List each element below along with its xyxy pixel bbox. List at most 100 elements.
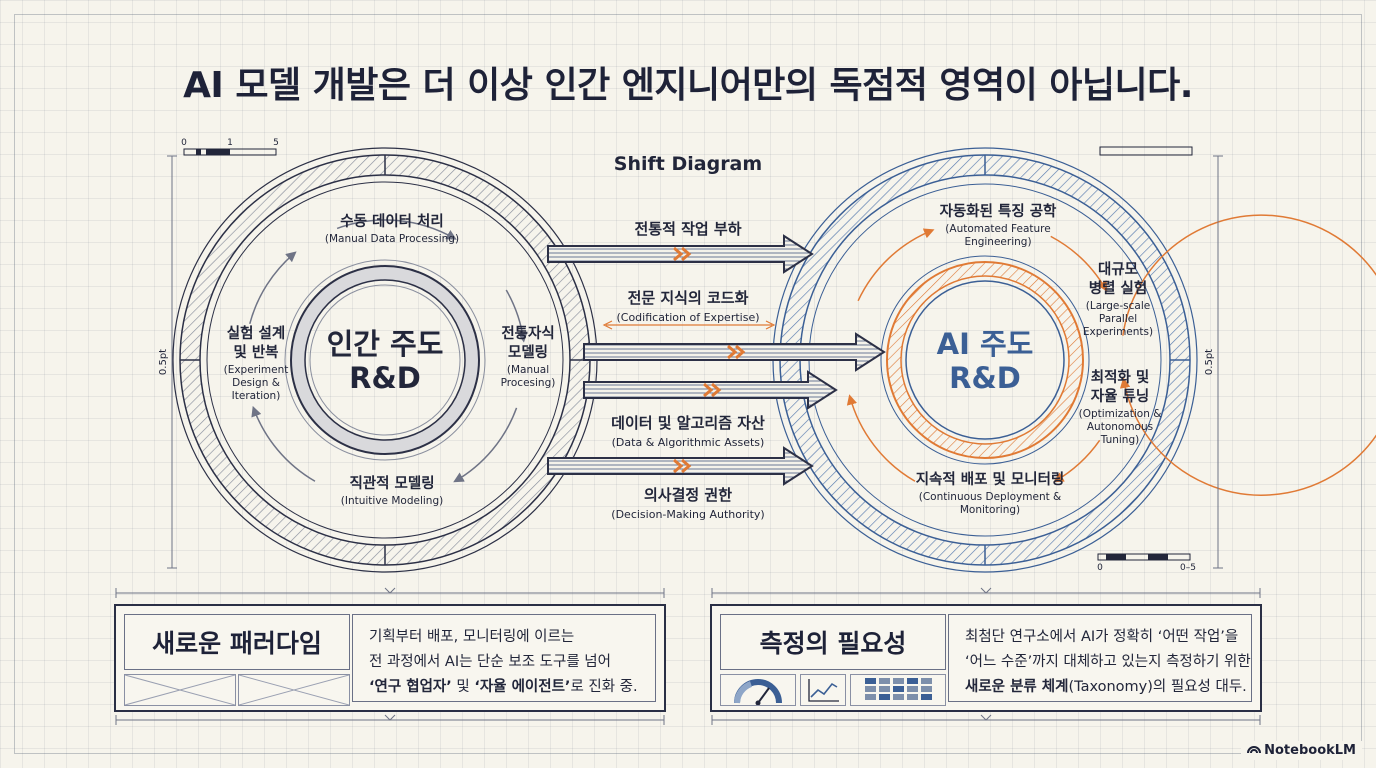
emphasis-text: ‘자율 에이전트’ — [474, 679, 571, 695]
body-text: 로 진화 중. — [570, 679, 638, 695]
body-text: 및 — [451, 679, 475, 695]
dim-notch — [384, 587, 396, 594]
ai-rd-label: R&D — [949, 361, 1021, 395]
ai-cycle-arrow — [1119, 214, 1376, 496]
stage-optimization-en: Tuning) — [1100, 434, 1139, 446]
scale-tick-label: 0 — [1097, 563, 1103, 573]
scale-bar-right — [1099, 146, 1193, 156]
paradigm-line: 기획부터 배포, 모니터링에 이르는 — [369, 625, 643, 650]
dimension-left: 0.5pt — [158, 155, 177, 569]
scale-outline — [1097, 553, 1191, 561]
placeholder-box — [238, 674, 350, 706]
stage-continuous-deploy-ko: 지속적 배포 및 모니터링 — [916, 470, 1065, 488]
line-cap — [602, 320, 613, 330]
stage-intuitive-modeling-en: (Intuitive Modeling) — [341, 495, 443, 507]
measure-line: 새로운 분류 체계(Taxonomy)의 필요성 대두. — [965, 675, 1247, 700]
right-core-halo — [880, 255, 1090, 465]
left-core-halo — [284, 259, 486, 461]
measure-card: 측정의 필요성 최첨단 연구소에서 AI가 정확히 ‘어떤 작업’을‘어느 수준… — [710, 604, 1262, 712]
cycle-arrow — [251, 405, 316, 482]
stage-manual-data-en: (Manual Data Processing) — [325, 233, 459, 245]
stage-optimization-ko: 최적화 및 — [1091, 368, 1149, 386]
grid-table-icon — [850, 674, 946, 706]
chevron-icon — [673, 458, 684, 474]
placeholder-box — [124, 674, 236, 706]
stage-auto-feature-en: (Automated Feature — [945, 223, 1050, 235]
stage-parallel-experiments-ko: 병렬 실험 — [1089, 280, 1147, 297]
stage-continuous-deploy-en: Monitoring) — [960, 504, 1020, 516]
shift-authority-ko: 의사결정 권한 — [644, 486, 732, 504]
shift-codification-ko: 전문 지식의 코드화 — [628, 289, 749, 307]
chevron-icon — [673, 246, 684, 262]
human-rd-label: R&D — [349, 361, 421, 395]
stage-traditional-modeling-ko: 모델링 — [508, 343, 548, 361]
paradigm-line: 전 과정에서 AI는 단순 보조 도구를 넘어 — [369, 650, 643, 675]
stage-parallel-experiments-ko: 대규모 — [1098, 261, 1138, 278]
cycle-arrow — [505, 289, 528, 343]
watermark-label: NotebookLM — [1264, 743, 1356, 758]
gauge-icon — [720, 674, 796, 706]
dim-notch — [980, 714, 992, 721]
body-text: 최첨단 연구소에서 AI가 정확히 ‘어떤 작업’을 — [965, 629, 1239, 645]
stage-parallel-experiments-en: (Large-scale — [1086, 300, 1150, 312]
stage-experiment-design-ko: 및 반복 — [233, 343, 278, 361]
dim-notch — [384, 714, 396, 721]
body-text: 기획부터 배포, 모니터링에 이르는 — [369, 629, 575, 645]
stage-experiment-design-en: Iteration) — [232, 390, 281, 402]
stage-manual-data-ko: 수동 데이터 처리 — [340, 213, 443, 230]
ai-cycle-arrow — [1050, 235, 1108, 292]
right-core-outer-edge — [886, 261, 1084, 459]
right-core-inner-edge — [900, 275, 1070, 445]
stage-experiment-design-en: (Experiment — [224, 364, 289, 376]
shift-assets-en: (Data & Algorithmic Assets) — [612, 436, 765, 449]
ai-cycle-arrow — [1053, 439, 1101, 483]
right-core-inner-halo — [905, 280, 1065, 440]
chevron-icon — [703, 382, 714, 398]
stage-optimization-ko: 자율 튜닝 — [1091, 388, 1149, 405]
scale-segment — [196, 149, 201, 155]
stage-auto-feature-en: Engineering) — [964, 236, 1031, 248]
scale-segment — [206, 149, 230, 155]
cycle-arrow — [249, 251, 297, 324]
stage-experiment-design-ko: 실험 설계 — [227, 325, 285, 342]
stage-parallel-experiments-en: Experiments) — [1083, 326, 1153, 338]
line-cap — [765, 320, 776, 330]
scale-tick-label: 0–5 — [1180, 563, 1196, 573]
left-core-outer-edge — [290, 265, 480, 455]
notebooklm-watermark: NotebookLM — [1241, 741, 1362, 760]
ai-cycle-arrow — [846, 394, 916, 482]
line-chart-icon — [800, 674, 846, 706]
ai-cycle-arrow — [857, 228, 935, 302]
stage-intuitive-modeling-ko: 직관적 모델링 — [349, 474, 434, 492]
scale-tick-label: 5 — [273, 138, 279, 148]
ai-rd-label: AI 주도 — [937, 327, 1034, 361]
left-core-inner-edge — [304, 279, 466, 441]
chevron-icon — [681, 246, 692, 262]
page-title: AI 모델 개발은 더 이상 인간 엔지니어만의 독점적 영역이 아닙니다. — [183, 65, 1193, 106]
scale-tick-label: 1 — [227, 138, 233, 148]
measure-text: 최첨단 연구소에서 AI가 정확히 ‘어떤 작업’을 ‘어느 수준’까지 대체하고… — [948, 614, 1252, 702]
dimension-card-right-bottom — [711, 714, 1261, 725]
scale-segment — [1148, 554, 1168, 560]
stage-optimization-en: (Optimization & — [1079, 408, 1162, 420]
stage-traditional-modeling-en: Procesing) — [501, 377, 556, 389]
chevron-icon — [727, 344, 738, 360]
paradigm-line: ‘연구 협업자’ 및 ‘자율 에이전트’로 진화 중. — [369, 675, 643, 700]
stage-traditional-modeling-en: (Manual — [507, 364, 549, 376]
dimension-card-left-bottom — [115, 714, 665, 725]
measure-line: ‘어느 수준’까지 대체하고 있는지 측정하기 위한 — [965, 650, 1251, 675]
cycle-arrow — [336, 219, 457, 240]
paradigm-heading: 새로운 패러다임 — [124, 614, 350, 670]
emphasis-text: ‘연구 협업자’ — [369, 679, 452, 695]
body-text: (Taxonomy)의 필요성 대두. — [1068, 679, 1247, 695]
cycle-arrow — [453, 407, 518, 483]
left-core-inner-halo — [309, 284, 461, 436]
stage-continuous-deploy-en: (Continuous Deployment & — [919, 491, 1062, 503]
body-text: 전 과정에서 AI는 단순 보조 도구를 넘어 — [369, 654, 611, 670]
left-inner-ring — [206, 181, 564, 539]
shift-workload-ko: 전통적 작업 부하 — [634, 220, 741, 238]
stage-optimization-en: Autonomous — [1087, 421, 1153, 433]
